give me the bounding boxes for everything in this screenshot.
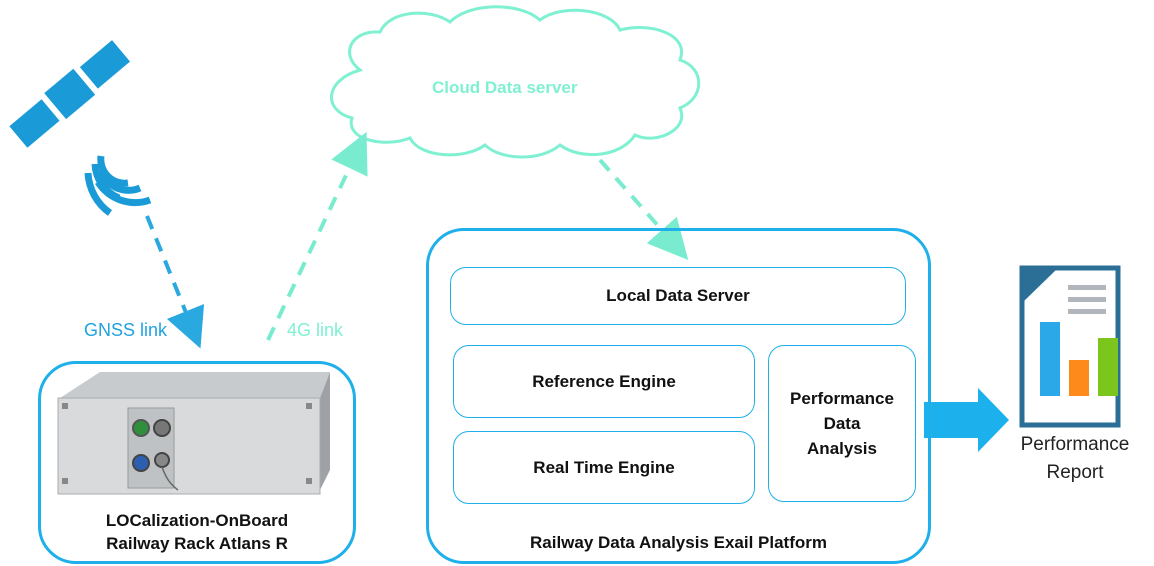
- gnss-dashed-arrow: [145, 215, 205, 349]
- perf-analysis-line1: Performance: [790, 389, 894, 408]
- platform-to-report-arrow: [924, 388, 1009, 452]
- local-data-server-box: Local Data Server: [450, 267, 906, 325]
- platform-box: [426, 228, 931, 564]
- platform-title: Railway Data Analysis Exail Platform: [530, 533, 827, 552]
- cloud-data-server-label: Cloud Data server: [432, 78, 578, 97]
- fourg-link-label: 4G link: [287, 320, 344, 340]
- satellite-icon: [9, 40, 152, 216]
- fourg-dashed-arrow: [266, 131, 368, 341]
- cloud-shape: [330, 5, 701, 159]
- local-data-server-label: Local Data Server: [606, 286, 750, 305]
- report-bar-green: [1098, 338, 1118, 396]
- reference-engine-box: Reference Engine: [453, 345, 755, 418]
- onboard-title-line1: LOCalization-OnBoard: [105, 511, 289, 530]
- report-label-line1: Performance: [1020, 434, 1130, 455]
- cloud-to-platform-dashed-arrow: [598, 158, 689, 260]
- performance-data-analysis-box: Performance Data Analysis: [768, 345, 916, 502]
- report-document-icon: [1019, 265, 1121, 428]
- report-bar-blue: [1040, 322, 1060, 396]
- real-time-engine-box: Real Time Engine: [453, 431, 755, 504]
- gnss-link-label: GNSS link: [84, 320, 167, 341]
- reference-engine-label: Reference Engine: [532, 371, 676, 391]
- report-label-line2: Report: [1046, 462, 1104, 483]
- report-bar-orange: [1069, 360, 1089, 396]
- onboard-unit-box: [38, 361, 356, 564]
- perf-analysis-line3: Analysis: [807, 439, 877, 458]
- gnss-link-text: GNSS link: [84, 320, 168, 340]
- rack-device-image: [57, 372, 330, 495]
- real-time-engine-label: Real Time Engine: [533, 457, 675, 477]
- perf-analysis-line2: Data: [823, 414, 861, 433]
- onboard-title-line2: Railway Rack Atlans R: [106, 534, 288, 553]
